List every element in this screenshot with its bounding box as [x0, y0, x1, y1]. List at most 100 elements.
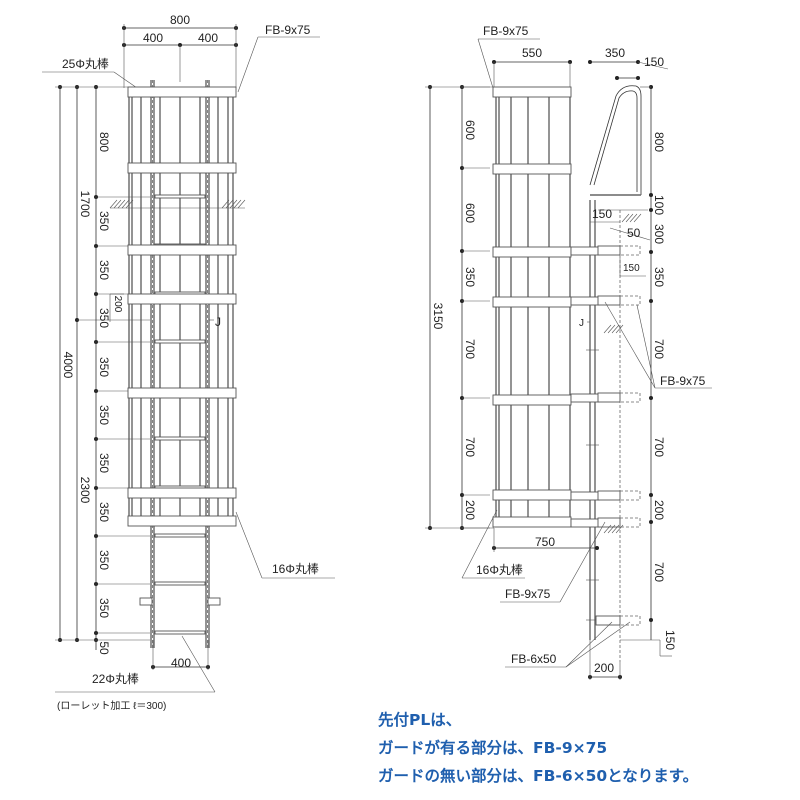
ground-hatch — [121, 199, 130, 209]
cage-band — [492, 489, 572, 501]
dim-bracket-150: 150 — [592, 207, 612, 221]
leader — [237, 36, 259, 93]
dim-seg: 600 — [463, 203, 477, 223]
dim-seg: 350 — [97, 598, 111, 618]
ground-hatch — [603, 524, 612, 534]
label-22-rod: 22Φ丸棒 — [92, 672, 139, 686]
label-fb-9x75-mid: FB-9x75 — [660, 374, 706, 388]
drawing-geometry — [42, 24, 712, 693]
dim-overall-3150: 3150 — [431, 303, 445, 330]
label-fb-9x75-low: FB-9x75 — [505, 587, 551, 601]
ground-hatch — [615, 324, 624, 334]
rung — [154, 533, 206, 538]
leader — [565, 621, 631, 668]
cage-band — [127, 86, 237, 98]
dim-bracket-150b: 150 — [623, 263, 640, 274]
dim-dot — [649, 193, 653, 197]
ground-hatch — [117, 199, 126, 209]
right-right-segment-dims: 800 100 300 350 700 700 200 700 — [652, 132, 666, 582]
cage-band — [127, 515, 237, 527]
cage-band — [570, 393, 600, 403]
dim-seg: 700 — [652, 437, 666, 457]
dim-seg: 350 — [97, 453, 111, 473]
leader — [604, 301, 656, 389]
ground-hatch — [629, 213, 638, 223]
cage-band — [570, 296, 600, 306]
cage-band — [127, 162, 237, 174]
label-16-rod-right: 16Φ丸棒 — [476, 563, 523, 577]
dim-top-half-left: 400 — [143, 31, 163, 45]
ground-hatch — [621, 213, 630, 223]
ground-hatch — [607, 524, 616, 534]
dim-bottom-150: 150 — [663, 630, 677, 650]
ground-hatch — [233, 199, 242, 209]
ground-hatch — [625, 213, 634, 223]
cage-band — [570, 518, 600, 528]
j-mark-left: J — [215, 315, 221, 329]
dim-wall-offset: 200 — [594, 661, 614, 675]
ground-hatch — [611, 324, 620, 334]
leader — [565, 621, 613, 668]
dim-seg: 800 — [652, 132, 666, 152]
cage-band — [127, 293, 237, 305]
cage-band — [127, 487, 237, 499]
cage-band — [570, 491, 600, 501]
dim-seg: 700 — [463, 339, 477, 359]
dim-seg: 350 — [97, 502, 111, 522]
dim-seg: 200 — [463, 500, 477, 520]
label-25-rod: 25Φ丸棒 — [62, 57, 109, 71]
leader — [559, 521, 606, 603]
dim-seg: 600 — [463, 120, 477, 140]
ground-hatch — [113, 199, 122, 209]
note-line-2: ガードが有る部分は、FB-9×75 — [378, 739, 608, 757]
ground-hatch — [607, 324, 616, 334]
bracket — [597, 392, 621, 403]
dim-seg: 50 — [97, 641, 111, 655]
bracket-embed — [619, 245, 641, 256]
dim-top-width: 800 — [170, 13, 190, 27]
knurl-note: (ローレット加工 ℓ＝300) — [57, 700, 166, 712]
bracket — [595, 615, 621, 626]
dim-seg: 350 — [463, 267, 477, 287]
bracket-embed — [619, 517, 641, 528]
handrail — [589, 85, 642, 195]
dim-seg: 200 — [652, 500, 666, 520]
cage-band — [492, 394, 572, 406]
dim-dot — [649, 250, 653, 254]
bracket-embed — [619, 392, 641, 403]
cage-band — [492, 516, 572, 528]
dim-handrail-top: 150 — [644, 55, 664, 69]
cage-band — [492, 296, 572, 308]
stub — [207, 597, 221, 606]
cage-band — [492, 246, 572, 258]
leader — [181, 635, 216, 693]
ground-hatch — [221, 199, 230, 209]
dim-dot — [649, 618, 653, 622]
dim-handrail-depth: 350 — [605, 46, 625, 60]
dim-seg: 350 — [97, 550, 111, 570]
dim-dot — [615, 76, 619, 80]
bracket-embed — [619, 615, 641, 626]
ground-hatch — [237, 199, 246, 209]
cage-band — [127, 387, 237, 399]
bracket-embed — [619, 295, 641, 306]
label-fb-9x75: FB-9x75 — [265, 23, 311, 37]
dim-seg: 350 — [97, 308, 111, 328]
cage-band — [570, 246, 600, 256]
dim-seg: 350 — [97, 211, 111, 231]
dim-dot — [649, 208, 653, 212]
bracket — [597, 490, 621, 501]
dim-seg: 350 — [97, 405, 111, 425]
dim-seg: 350 — [97, 260, 111, 280]
label-fb-6x50: FB-6x50 — [511, 652, 557, 666]
leader — [235, 511, 263, 579]
ground-hatch — [109, 199, 118, 209]
rung — [154, 194, 206, 199]
ground-hatch — [229, 199, 238, 209]
dim-bracket-50: 50 — [627, 226, 641, 240]
dim-bottom-width: 400 — [171, 656, 191, 670]
ground-hatch — [615, 524, 624, 534]
dim-lower-height: 2300 — [78, 477, 92, 504]
leader — [609, 227, 651, 241]
